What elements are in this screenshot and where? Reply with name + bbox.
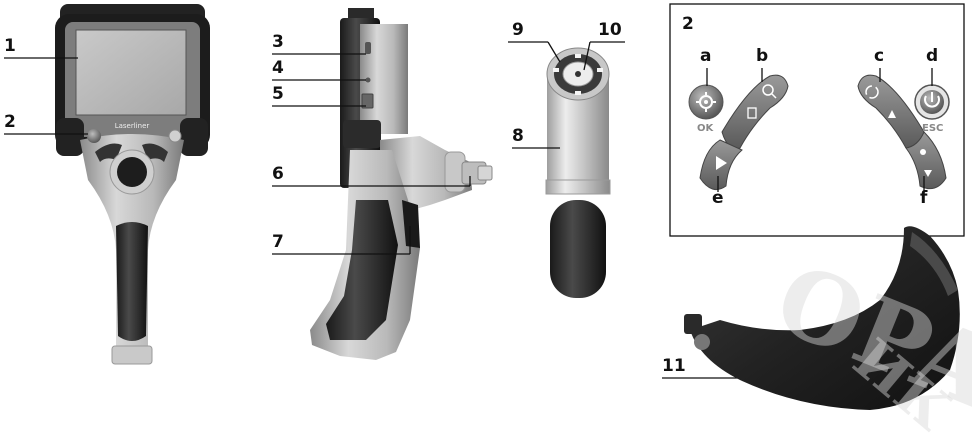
panel-label-a: a bbox=[700, 46, 712, 66]
gear-icon-teeth bbox=[696, 92, 716, 112]
callout-6: 6 bbox=[272, 164, 284, 184]
trigger bbox=[402, 200, 420, 248]
button-detail-panel bbox=[669, 3, 965, 237]
diagram-stage: Laserliner bbox=[4, 3, 972, 443]
play-icon bbox=[716, 156, 727, 170]
callout-9: 9 bbox=[512, 20, 524, 40]
device-front-view: Laserliner bbox=[55, 4, 210, 365]
left-grip-bumper bbox=[56, 118, 84, 156]
screen bbox=[75, 29, 187, 116]
camera-lens bbox=[575, 71, 581, 77]
port-4 bbox=[365, 77, 371, 83]
magnifier-handle bbox=[771, 93, 777, 99]
power-icon bbox=[924, 95, 940, 108]
esc-label: ESC bbox=[922, 123, 944, 134]
protective-holder bbox=[684, 226, 960, 410]
panel-label-d: d bbox=[926, 46, 939, 66]
port-5 bbox=[361, 93, 374, 109]
leader-lines bbox=[4, 41, 740, 379]
callout-11: 11 bbox=[662, 356, 686, 376]
port-3 bbox=[365, 42, 371, 54]
holder-clip bbox=[684, 314, 702, 334]
right-grip-bumper bbox=[180, 118, 208, 156]
panel-label-e: e bbox=[712, 188, 724, 208]
triangle-down-icon bbox=[924, 170, 932, 177]
callout-8: 8 bbox=[512, 126, 524, 146]
camera-probe bbox=[545, 47, 611, 298]
handle-base bbox=[111, 345, 153, 365]
device-side-view bbox=[310, 8, 493, 360]
handle-grip bbox=[116, 222, 148, 341]
holder-body bbox=[690, 226, 960, 410]
holder-screw bbox=[694, 334, 710, 350]
power-button-front bbox=[168, 129, 182, 143]
ok-button-front bbox=[87, 129, 101, 143]
panel-title: 2 bbox=[682, 14, 694, 34]
callout-1: 1 bbox=[4, 36, 16, 56]
connector-tip bbox=[477, 165, 493, 181]
panel-label-c: c bbox=[874, 46, 885, 66]
joystick bbox=[117, 157, 147, 187]
side-lower-bumper bbox=[343, 120, 381, 148]
side-handle-grip bbox=[326, 200, 398, 340]
callout-3: 3 bbox=[272, 32, 284, 52]
led-light bbox=[597, 68, 603, 72]
panel-label-f: f bbox=[920, 188, 928, 208]
callout-7: 7 bbox=[272, 232, 284, 252]
led-light bbox=[575, 54, 581, 58]
gear-icon bbox=[699, 95, 713, 109]
holder-flap bbox=[910, 232, 958, 296]
callout-10: 10 bbox=[598, 20, 622, 40]
led-light bbox=[575, 91, 581, 95]
callout-5: 5 bbox=[272, 84, 284, 104]
probe-cable bbox=[550, 200, 606, 298]
magnifier-plus-icon bbox=[762, 84, 774, 96]
brand-logo: Laserliner bbox=[115, 122, 150, 130]
callout-4: 4 bbox=[272, 58, 284, 78]
led-light bbox=[553, 68, 559, 72]
eject-icon bbox=[888, 110, 896, 118]
ok-label: OK bbox=[697, 123, 714, 134]
panel-label-b: b bbox=[756, 46, 769, 66]
brightness-button bbox=[905, 131, 947, 190]
trash-icon bbox=[747, 107, 757, 119]
gear-icon-center bbox=[704, 100, 708, 104]
panel-leader-lines bbox=[706, 68, 933, 192]
sun-icon bbox=[920, 149, 926, 155]
rotate-icon bbox=[865, 85, 879, 99]
callout-2: 2 bbox=[4, 112, 16, 132]
probe-collar bbox=[545, 179, 611, 195]
